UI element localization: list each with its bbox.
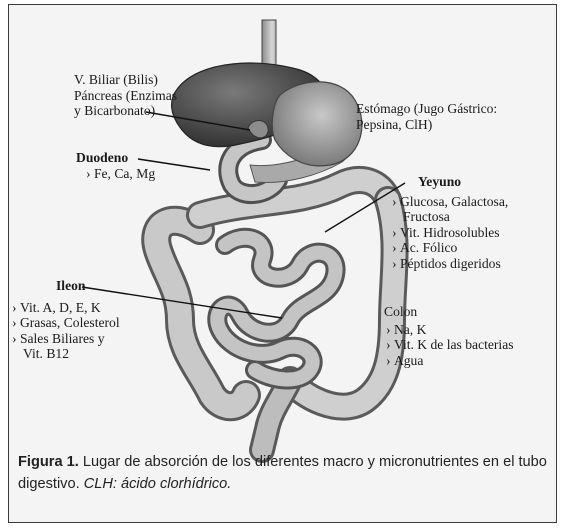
label-estomago-line2: Pepsina, ClH) bbox=[356, 117, 497, 133]
label-ileon: Ileon Vit. A, D, E, K Grasas, Colesterol… bbox=[12, 278, 120, 362]
label-ileon-item: Vit. B12 bbox=[12, 346, 120, 362]
label-colon: Colon Na, K Vit. K de las bacterias Agua bbox=[386, 304, 514, 368]
label-yeyuno-item: Vit. Hidrosolubles bbox=[392, 225, 508, 241]
label-ileon-item: Grasas, Colesterol bbox=[12, 315, 120, 331]
label-biliar-line2: Páncreas (Enzimas bbox=[74, 88, 177, 104]
label-yeyuno-item: Fructosa bbox=[392, 209, 508, 225]
label-estomago: Estómago (Jugo Gástrico: Pepsina, ClH) bbox=[356, 101, 497, 132]
label-ileon-item: Sales Biliares y bbox=[12, 331, 120, 347]
label-yeyuno-title: Yeyuno bbox=[418, 174, 508, 190]
label-yeyuno: Yeyuno Glucosa, Galactosa, Fructosa Vit.… bbox=[392, 174, 508, 271]
label-yeyuno-item: Glucosa, Galactosa, bbox=[392, 194, 508, 210]
small-intestine bbox=[217, 238, 335, 380]
label-colon-title: Colon bbox=[384, 304, 514, 320]
label-duodeno-title: Duodeno bbox=[76, 150, 155, 166]
figure-caption: Figura 1. Lugar de absorción de los dife… bbox=[18, 451, 553, 495]
label-colon-item: Na, K bbox=[386, 322, 514, 338]
label-duodeno: Duodeno Fe, Ca, Mg bbox=[76, 150, 155, 181]
label-colon-item: Agua bbox=[386, 353, 514, 369]
stomach bbox=[272, 82, 362, 166]
label-colon-item: Vit. K de las bacterias bbox=[386, 337, 514, 353]
label-biliar-line1: V. Biliar (Bilis) bbox=[74, 72, 177, 88]
label-biliar: V. Biliar (Bilis) Páncreas (Enzimas y Bi… bbox=[74, 72, 177, 119]
label-estomago-line1: Estómago (Jugo Gástrico: bbox=[356, 101, 497, 117]
label-yeyuno-item: Ac. Fólico bbox=[392, 240, 508, 256]
label-ileon-item: Vit. A, D, E, K bbox=[12, 300, 120, 316]
label-yeyuno-item: Péptidos digeridos bbox=[392, 256, 508, 272]
label-duodeno-item: Fe, Ca, Mg bbox=[86, 166, 155, 182]
caption-note: CLH: ácido clorhídrico. bbox=[84, 476, 232, 492]
label-biliar-line3: y Bicarbonato) bbox=[74, 103, 177, 119]
caption-label: Figura 1. bbox=[18, 454, 79, 470]
label-ileon-title: Ileon bbox=[56, 278, 120, 294]
